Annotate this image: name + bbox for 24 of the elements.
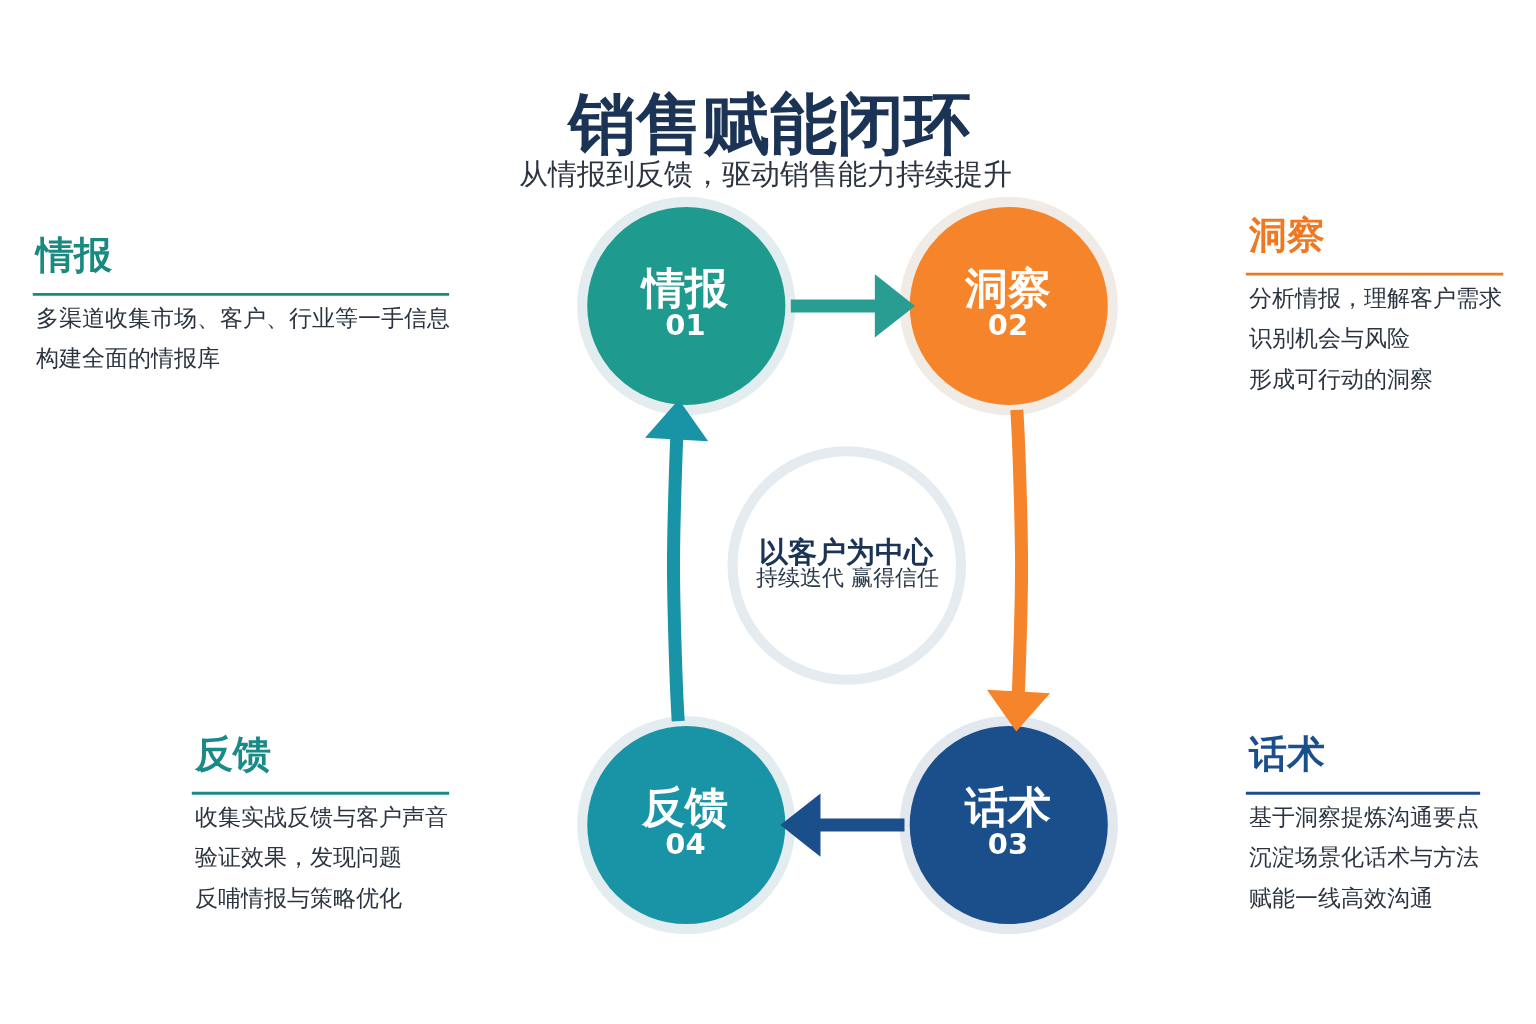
node-label: 反馈 xyxy=(194,731,271,776)
node-circle: 以客户为中心 持续迭代 赢得信任 xyxy=(727,446,967,685)
arrow xyxy=(790,274,915,338)
node-circle: 情报 01 xyxy=(577,196,796,416)
node-label: 形成可行动的洞察 xyxy=(1248,365,1433,392)
node-label: 沉淀场景化话术与方法 xyxy=(1248,844,1479,871)
node-label: 分析情报，理解客户需求 xyxy=(1248,284,1502,311)
node-label: 情报 xyxy=(35,233,112,278)
node-label: 话术 xyxy=(1248,731,1325,776)
node-label: 构建全面的情报库 xyxy=(35,345,220,372)
node-label: 赋能一线高效沟通 xyxy=(1248,884,1433,911)
node-circle: 反馈 04 xyxy=(577,715,796,935)
node-label: 反哺情报与策略优化 xyxy=(194,884,402,911)
node-label: 识别机会与风险 xyxy=(1248,325,1410,352)
arrow xyxy=(645,399,709,722)
node-label: 基于洞察提炼沟通要点 xyxy=(1248,803,1479,830)
node-circle: 话术 03 xyxy=(899,715,1118,935)
node-label: 多渠道收集市场、客户、行业等一手信息 xyxy=(35,304,450,331)
arrow xyxy=(986,409,1051,732)
node-label: 收集实战反馈与客户声音 xyxy=(194,803,448,830)
node-circle: 洞察 02 xyxy=(899,196,1118,416)
node-label: 验证效果，发现问题 xyxy=(194,844,402,871)
arrow xyxy=(780,793,905,857)
node-label: 洞察 xyxy=(1248,212,1325,257)
